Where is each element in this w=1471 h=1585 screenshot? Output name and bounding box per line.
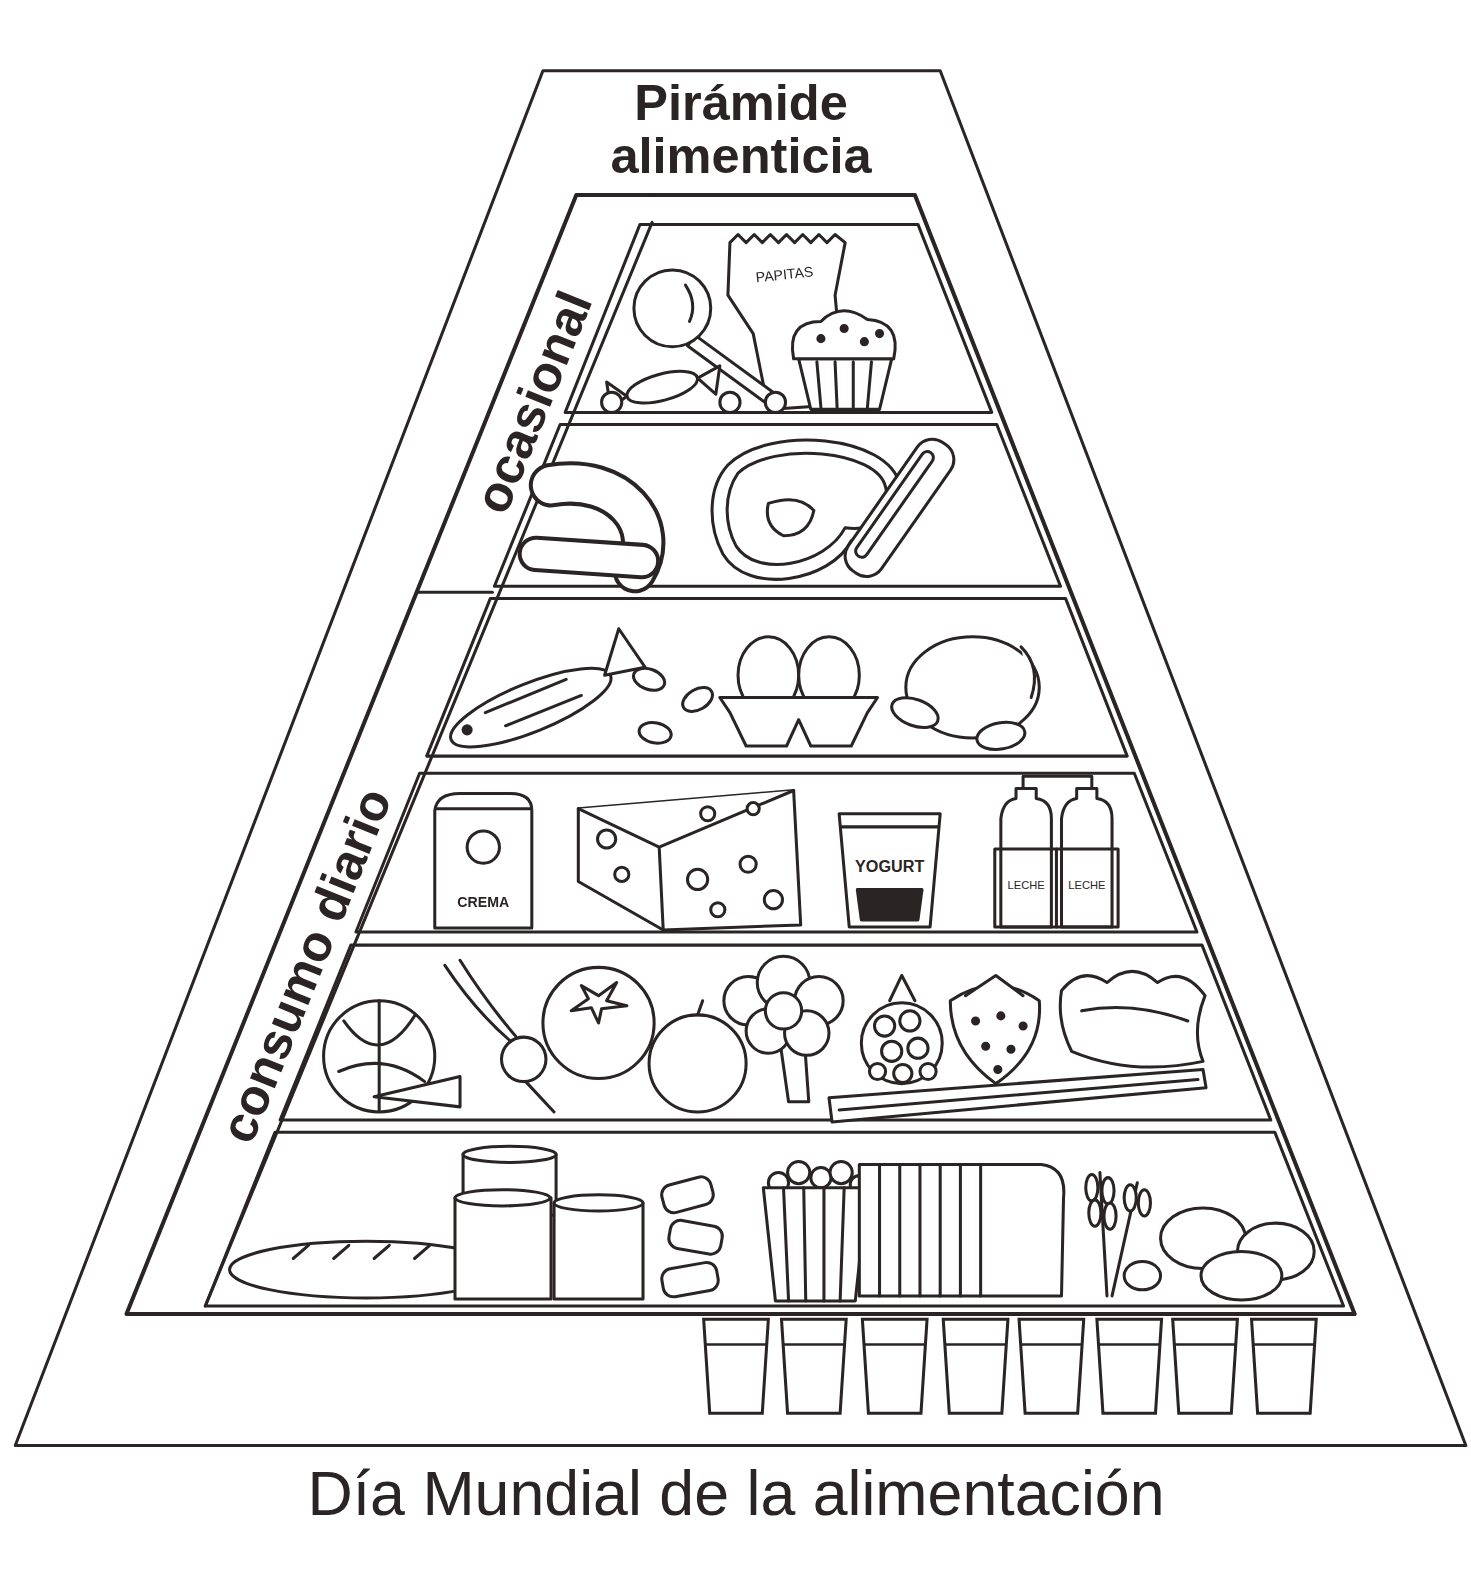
package-label: PAPITAS <box>753 264 816 286</box>
sausage <box>536 483 643 571</box>
inner-pyramid <box>126 195 1354 1314</box>
frequency-label: consumo diario <box>210 781 403 1151</box>
sliced-bread <box>859 1164 1064 1295</box>
tomato <box>543 967 654 1078</box>
bottle-label: LECHE <box>1006 879 1047 891</box>
tier-shelf <box>494 425 1060 587</box>
cheese <box>578 790 800 929</box>
cup-label: YOGURT <box>853 858 926 876</box>
muffin <box>792 311 895 410</box>
lettuce-celery <box>829 971 1206 1122</box>
frequency-label: ocasional <box>464 284 603 521</box>
bottle-label: CREMA <box>455 895 511 911</box>
beans <box>630 664 716 745</box>
popcorn <box>763 1161 868 1300</box>
cream-bottle <box>435 794 532 928</box>
potatoes <box>1124 1208 1314 1300</box>
pyramid-title: Pirámide alimenticia <box>574 77 908 182</box>
macaroni <box>659 1175 723 1299</box>
raspberry <box>861 975 942 1083</box>
carrot-radish <box>374 960 554 1112</box>
water-glasses <box>704 1319 1317 1413</box>
milk-bottles <box>995 776 1118 927</box>
cans <box>455 1146 643 1299</box>
fish <box>442 629 645 763</box>
outer-pyramid <box>15 71 1466 1446</box>
bottle-label: LECHE <box>1066 879 1107 891</box>
caption: Día Mundial de la alimentación <box>307 1459 1164 1530</box>
tier-shelf <box>356 773 1197 932</box>
wrapped-candy <box>602 365 786 412</box>
egg-carton <box>720 637 878 746</box>
cured-meat-roll <box>838 432 961 584</box>
tier-shelf <box>565 224 992 412</box>
roast-chicken <box>888 637 1040 753</box>
strawberry <box>950 975 1039 1083</box>
yogurt-cup <box>839 814 940 927</box>
tier-shelf <box>205 1132 1343 1306</box>
broccoli <box>724 956 843 1102</box>
